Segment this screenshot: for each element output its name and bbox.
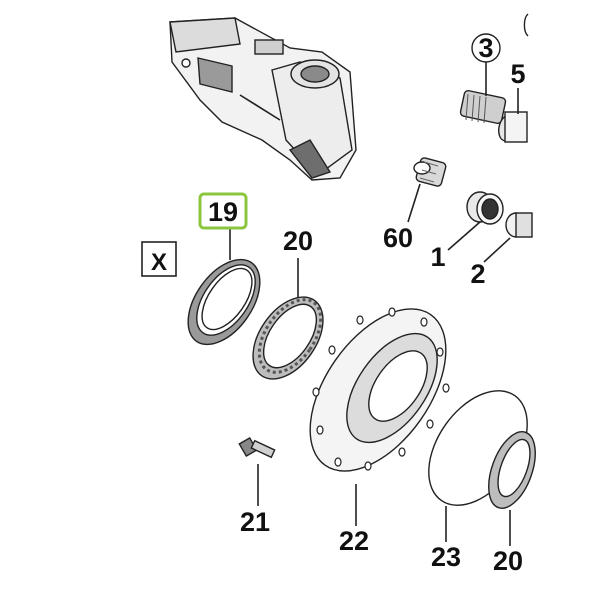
part-21-wheel-stud [238,436,276,506]
part-22-hub-flange [309,307,450,526]
callout-21: 21 [240,507,270,537]
part-2-bushing [483,212,533,263]
callout-23: 23 [431,542,461,572]
callout-22: 22 [339,526,369,556]
axle-housing [169,17,357,181]
callout-1: 1 [430,242,445,272]
callout-60: 60 [383,223,413,253]
part-20-taper-bearing-left [252,258,324,380]
part-20-taper-bearing-right [488,431,536,546]
part-1-bearing-cup [447,191,504,251]
part-3-spline-shaft [459,13,529,143]
callout-2: 2 [470,259,485,289]
part-19-seal-ring [187,228,261,346]
callout-5: 5 [510,59,525,89]
callout-19: 19 [208,197,238,227]
reference-box-x [141,241,177,277]
callout-x: X [151,249,167,276]
callout-20-left: 20 [283,226,313,256]
highlight-box-19[interactable] [198,192,248,230]
callout-20-right: 20 [493,546,523,576]
part-60-needle-bearing [407,157,447,223]
callout-3: 3 [478,33,493,63]
